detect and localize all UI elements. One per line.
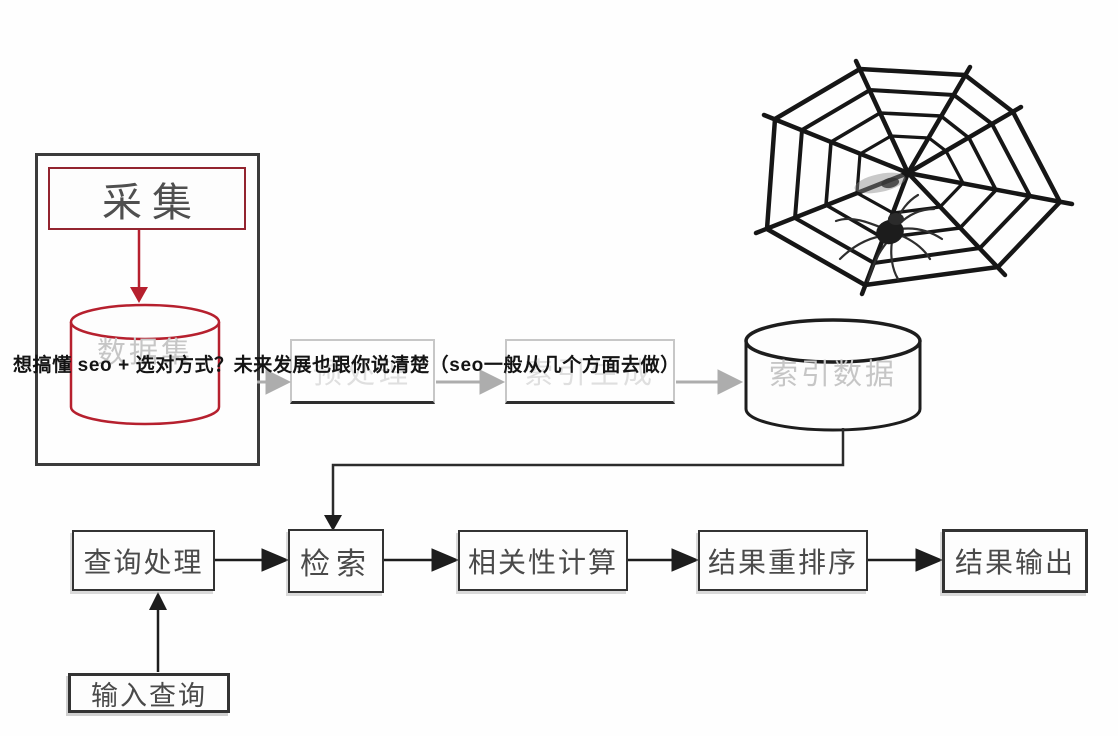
node-relevance-calc: 相关性计算 <box>458 530 628 591</box>
spider-web-icon <box>753 58 1075 297</box>
spider-icon <box>834 193 944 283</box>
node-index-generation: 索引生成 <box>505 339 675 404</box>
node-result-rerank-label: 结果重排序 <box>707 547 858 579</box>
index-data-cylinder: 索引数据 <box>744 318 922 432</box>
node-relevance-calc-label: 相关性计算 <box>467 547 618 579</box>
node-result-output: 结果输出 <box>942 529 1088 593</box>
node-input-query-label: 输入查询 <box>91 680 207 711</box>
node-collection: 采集 <box>48 167 246 230</box>
node-retrieval: 检索 <box>288 529 384 593</box>
node-preprocess-label: 预处理 <box>312 358 412 390</box>
node-result-output-label: 结果输出 <box>954 548 1075 579</box>
dataset-cylinder: 数据集 <box>69 303 221 426</box>
node-input-query: 输入查询 <box>68 673 230 713</box>
arrow-up-icon <box>149 592 167 672</box>
node-collection-label: 采集 <box>102 179 202 225</box>
arrow-down-icon <box>324 428 845 531</box>
headline-overlay: 想搞懂 seo + 选对方式？未来发展也跟你说清楚（seo一般从几个方面去做） <box>13 355 680 376</box>
node-retrieval-label: 检索 <box>300 548 372 581</box>
index-data-label: 索引数据 <box>769 358 897 391</box>
collection-container <box>35 153 260 466</box>
dataset-label: 数据集 <box>97 336 193 369</box>
spider-smudge <box>854 172 906 194</box>
node-query-processing-label: 查询处理 <box>83 547 204 579</box>
node-query-processing: 查询处理 <box>72 530 215 591</box>
node-index-generation-label: 索引生成 <box>523 358 656 390</box>
node-result-rerank: 结果重排序 <box>698 530 868 591</box>
